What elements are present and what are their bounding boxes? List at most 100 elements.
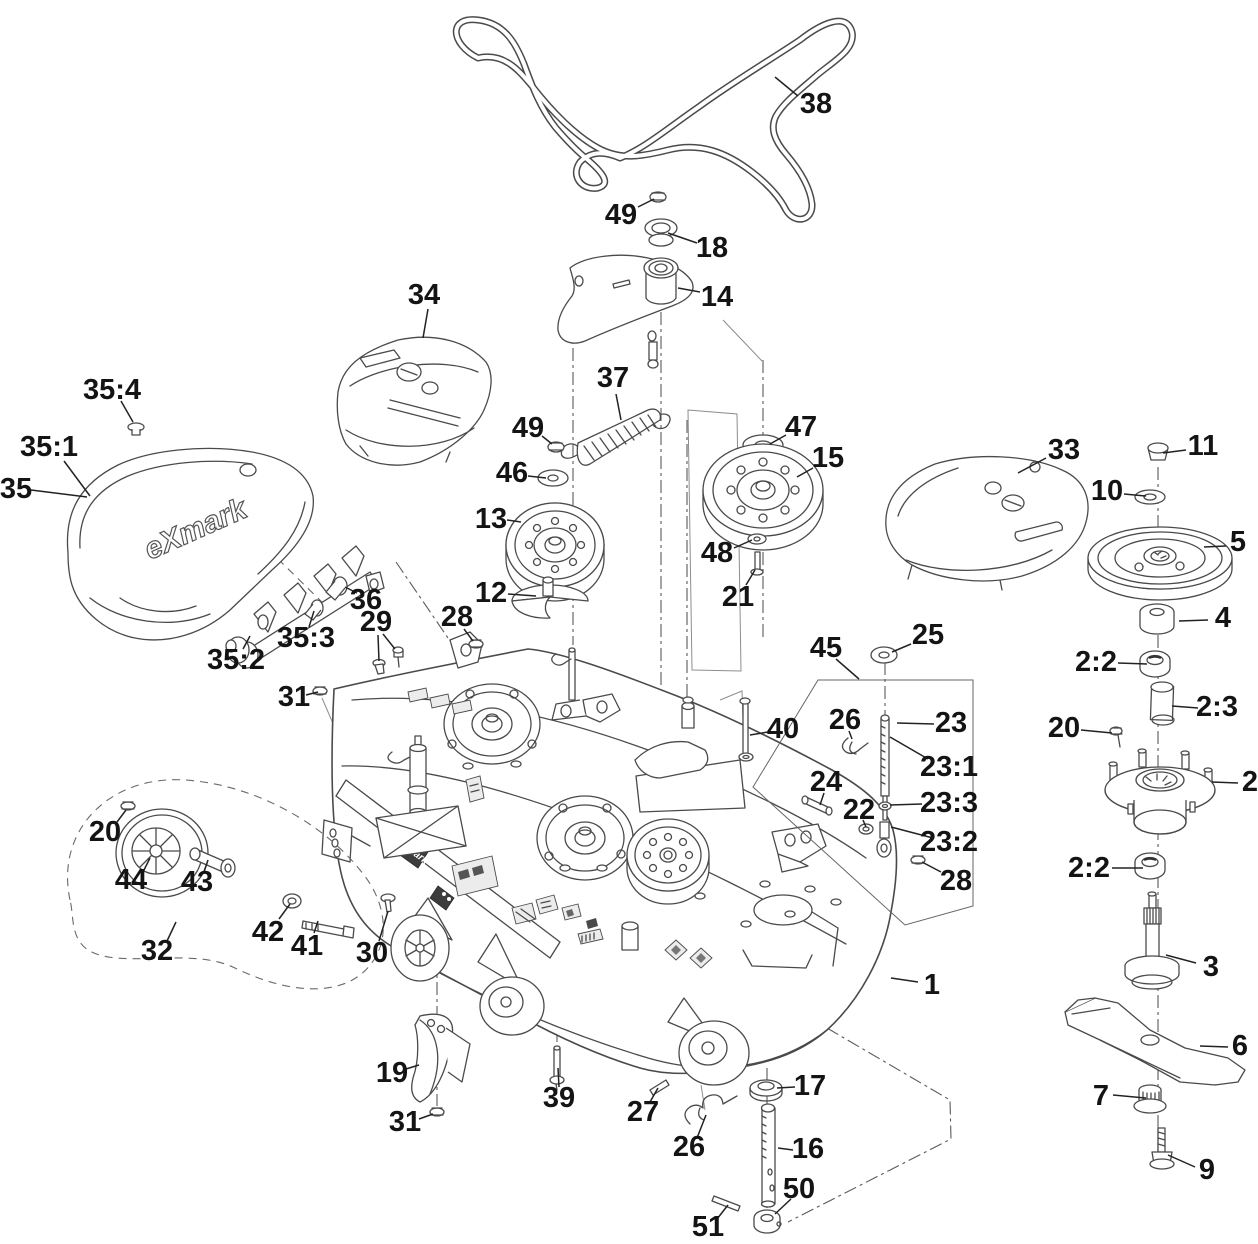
callout-49: 49 [512, 412, 544, 444]
callout-7: 7 [1093, 1080, 1109, 1112]
leader-line-18 [667, 232, 698, 244]
cover-35-drawing: eXmark [66, 447, 314, 641]
spindle-column-drawing [1064, 442, 1246, 1170]
leader-line-2:2 [1117, 662, 1148, 665]
callout-2:2: 2:2 [1075, 646, 1117, 678]
leader-line-36 [344, 586, 358, 594]
callout-30: 30 [356, 937, 388, 969]
leader-line-12 [507, 593, 537, 597]
callout-20: 20 [89, 816, 121, 848]
leader-line-46 [527, 475, 547, 479]
callout-37: 37 [597, 362, 629, 394]
idler-arm-14-drawing [557, 191, 694, 369]
leader-line-27 [649, 1087, 659, 1103]
spring-37-drawing [560, 408, 671, 466]
leader-line-16 [777, 1147, 794, 1151]
callout-2:2: 2:2 [1068, 852, 1110, 884]
callout-27: 27 [627, 1096, 659, 1128]
callout-39: 39 [543, 1082, 575, 1114]
callout-1: 1 [924, 969, 940, 1001]
callout-49: 49 [605, 199, 637, 231]
pulley-13-column-drawing [505, 441, 605, 619]
callout-20: 20 [1048, 712, 1080, 744]
callout-41: 41 [291, 930, 323, 962]
callout-3: 3 [1203, 951, 1219, 983]
leader-line-4 [1178, 619, 1209, 622]
callout-31: 31 [389, 1106, 421, 1138]
leader-line-44 [142, 857, 151, 873]
callout-50: 50 [783, 1173, 815, 1205]
callout-26: 26 [829, 704, 861, 736]
leader-line-2 [1211, 781, 1239, 784]
leader-line-35:1 [63, 460, 91, 497]
leader-line-40 [749, 731, 769, 736]
deck-fasteners-drawing [312, 639, 484, 696]
leader-line-7 [1112, 1094, 1147, 1099]
leader-line-34 [422, 308, 429, 339]
leader-line-23:3 [889, 803, 923, 806]
leader-line-49 [637, 198, 655, 208]
leader-line-41 [313, 920, 319, 934]
callout-18: 18 [696, 232, 728, 264]
leader-line-43 [203, 859, 209, 873]
callout-42: 42 [252, 916, 284, 948]
leader-line-2:3 [1171, 705, 1199, 709]
callout-35:2: 35:2 [207, 644, 265, 676]
leader-line-45 [835, 658, 860, 680]
leader-line-51 [716, 1204, 729, 1220]
callout-29: 29 [360, 606, 392, 638]
leader-line-23:1 [889, 736, 929, 760]
leader-line-9 [1167, 1154, 1196, 1168]
bolt-30-drawing [380, 893, 396, 913]
leader-line-22 [862, 819, 867, 828]
leader-line-17 [776, 1086, 796, 1089]
callout-2:3: 2:3 [1196, 691, 1238, 723]
leader-line-42 [278, 903, 291, 920]
leader-line-10 [1123, 493, 1147, 497]
leader-line-13 [506, 519, 522, 523]
leader-line-47 [769, 434, 787, 445]
callout-21: 21 [722, 581, 754, 613]
leader-line-29 [382, 633, 396, 650]
cover-34-drawing [336, 336, 492, 466]
pulley-15-column-drawing [702, 434, 824, 576]
leader-line-33 [1017, 457, 1047, 474]
callout-51: 51 [692, 1211, 724, 1243]
leader-line-26 [848, 730, 853, 740]
leader-line-14 [677, 287, 701, 293]
callout-45: 45 [810, 632, 842, 664]
callout-13: 13 [475, 503, 507, 535]
callout-28: 28 [441, 601, 473, 633]
callout-15: 15 [812, 442, 844, 474]
callout-19: 19 [376, 1057, 408, 1089]
callout-23:3: 23:3 [920, 787, 978, 819]
callout-48: 48 [701, 537, 733, 569]
callout-22: 22 [843, 794, 875, 826]
callout-40: 40 [767, 713, 799, 745]
leader-line-35:4 [120, 400, 134, 423]
leader-line-48 [733, 539, 753, 549]
leader-line-3 [1165, 954, 1197, 964]
rake-35-2-drawing [225, 545, 385, 669]
grommet-35-4-drawing [127, 422, 145, 436]
leader-line-28 [921, 861, 942, 873]
callout-14: 14 [701, 281, 733, 313]
callout-5: 5 [1230, 526, 1246, 558]
leader-line-50 [774, 1198, 792, 1215]
leader-line-1 [890, 977, 919, 983]
leader-line-31 [418, 1113, 434, 1120]
leader-line-20 [116, 809, 127, 823]
callout-28: 28 [940, 865, 972, 897]
leader-line-30 [378, 910, 389, 942]
cover-33-drawing [885, 455, 1089, 591]
callout-36: 36 [350, 584, 382, 616]
callout-35: 35 [0, 473, 32, 505]
callout-17: 17 [794, 1070, 826, 1102]
callout-23:1: 23:1 [920, 751, 978, 783]
wheel-kit-32-drawing [67, 779, 384, 990]
callout-34: 34 [408, 279, 440, 311]
leader-line-6 [1199, 1045, 1229, 1048]
